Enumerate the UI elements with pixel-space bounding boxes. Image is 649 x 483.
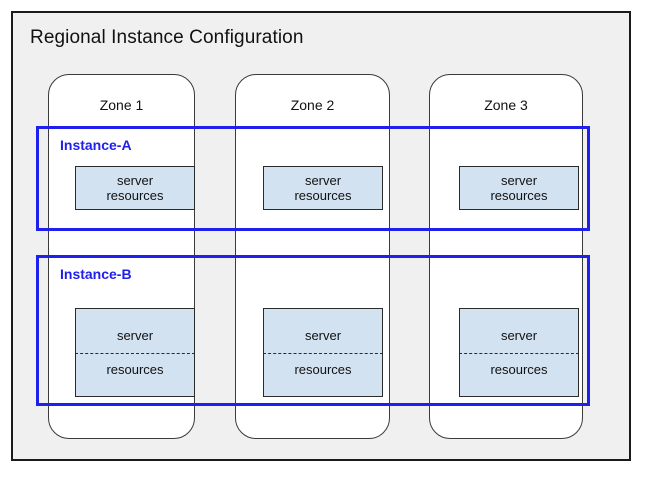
resource-box-a-zone3[interactable]: server resources (459, 166, 579, 210)
instance-group-b[interactable]: Instance-B (36, 255, 590, 406)
page-title: Regional Instance Configuration (30, 27, 304, 48)
resource-line-server: server (116, 172, 154, 188)
resource-line-server: server (500, 328, 538, 344)
resource-box-b-zone1[interactable]: server resources (75, 308, 195, 397)
resource-line-resources: resources (106, 361, 164, 377)
resource-box-b-zone3[interactable]: server resources (459, 308, 579, 397)
resource-line-resources: resources (106, 188, 164, 203)
resource-box-b-zone2[interactable]: server resources (263, 308, 383, 397)
zone-label-3: Zone 3 (484, 97, 528, 113)
resource-line-server: server (500, 172, 538, 188)
zone-label-1: Zone 1 (99, 97, 144, 113)
instance-group-a[interactable]: Instance-A (36, 126, 590, 231)
resource-line-resources: resources (294, 188, 352, 203)
resource-line-resources: resources (294, 361, 352, 377)
instance-label-b: Instance-B (60, 266, 132, 282)
resource-line-resources: resources (490, 188, 548, 203)
region-panel: Regional Instance Configuration Zone 1 Z… (11, 11, 631, 461)
resource-box-a-zone2[interactable]: server resources (263, 166, 383, 210)
resource-split-divider-icon (459, 352, 579, 354)
zone-label-2: Zone 2 (290, 97, 335, 113)
resource-split-divider-icon (263, 352, 383, 354)
resource-split-divider-icon (75, 352, 195, 354)
resource-line-server: server (116, 328, 154, 344)
resource-line-server: server (304, 328, 342, 344)
resource-line-resources: resources (490, 361, 548, 377)
resource-line-server: server (304, 172, 342, 188)
resource-box-a-zone1[interactable]: server resources (75, 166, 195, 210)
instance-label-a: Instance-A (60, 137, 132, 153)
